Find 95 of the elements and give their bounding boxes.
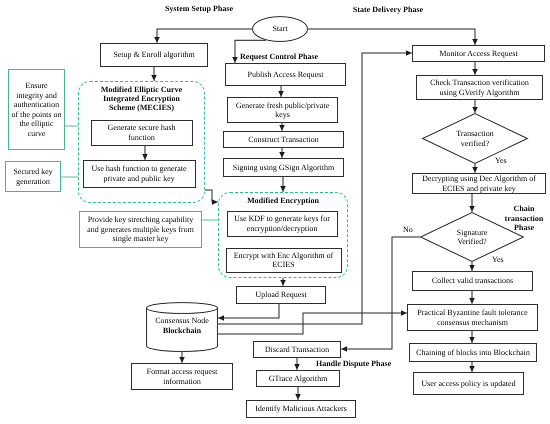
step-text: Decrypting using Dec Algorithm of ECIES and private key — [421, 174, 537, 193]
arrow — [204, 190, 218, 205]
step-text: Identify Malicious Attackers — [255, 404, 347, 414]
arrow — [232, 40, 266, 64]
arrow — [469, 362, 475, 372]
arrow — [340, 236, 420, 352]
arrow — [279, 122, 285, 132]
decision-text: Transaction verified? — [455, 129, 495, 148]
arrow — [278, 86, 284, 98]
step-text: Chaining of blocks into Blockchain — [416, 348, 530, 358]
cylinder-title: Blockchain — [162, 326, 202, 335]
step-text: Use hash function to generate private and public key — [90, 164, 188, 183]
step-text: Construct Transaction — [248, 134, 319, 144]
process-box — [412, 271, 533, 291]
phase-heading: Handle Dispute Phase — [316, 359, 392, 368]
step-text: Encrypt with Enc Algorithm of ECIES — [232, 250, 334, 270]
note-text: Ensure integrity and authentication of the points on the elliptic curve — [11, 81, 62, 138]
edge-label: Yes — [495, 157, 507, 165]
start-ellipse — [252, 16, 308, 42]
process-box — [412, 45, 545, 62]
arrow — [218, 310, 408, 334]
decision-diamond — [422, 113, 528, 164]
arrow — [469, 194, 475, 212]
arrow — [294, 358, 300, 370]
step-text: User access policy is updated — [421, 378, 516, 388]
process-box — [253, 341, 341, 358]
step-text: Setup & Enroll algorithm — [113, 50, 195, 60]
process-box — [409, 343, 537, 362]
step-text: Monitor Access Request — [439, 48, 518, 58]
process-box — [223, 158, 344, 177]
step-text: Publish Access Request — [248, 70, 324, 80]
edge-label: Yes — [492, 256, 504, 264]
phase-heading: Chain transaction Phase — [504, 204, 544, 232]
note-text: Secured key generation — [12, 167, 54, 186]
process-box — [246, 400, 356, 418]
arrow — [142, 146, 148, 160]
arrow — [469, 262, 475, 272]
process-box — [90, 120, 192, 146]
step-text: Practical Byzantine fault tolerance consensus mechanism — [416, 308, 529, 327]
step-text: Use KDF to generate keys for encryption/decryption — [233, 214, 331, 233]
step-text: Format access request information — [146, 367, 218, 386]
arrow — [279, 148, 285, 158]
process-box — [256, 370, 340, 387]
group-title: Modified Elliptic Curve Integrated Encryption Scheme (MECIES) — [100, 85, 184, 112]
step-text: Upload Request — [255, 290, 307, 300]
annotation-box — [5, 161, 61, 192]
decision-text: Signature Verified? — [456, 228, 488, 246]
arrow — [469, 330, 475, 344]
process-box — [100, 43, 208, 67]
process-box — [236, 286, 326, 304]
connector-line — [60, 176, 78, 178]
step-text: Generate secure hash function — [106, 123, 176, 142]
group-title: Modified Encryption — [246, 196, 320, 205]
process-box — [416, 75, 543, 100]
process-box — [82, 160, 196, 188]
arrow — [218, 304, 280, 321]
process-box — [225, 63, 346, 86]
arrow — [179, 352, 185, 364]
process-box — [413, 372, 524, 395]
database-cylinder — [146, 302, 218, 352]
arrow — [280, 278, 286, 286]
step-text: Discard Transaction — [264, 344, 330, 354]
process-box — [226, 210, 338, 236]
arrow — [295, 386, 301, 400]
arrow — [469, 290, 475, 304]
edge-label: No — [403, 226, 413, 234]
dashed-group — [78, 81, 205, 203]
process-box — [223, 131, 344, 148]
arrow — [472, 164, 478, 174]
arrow — [151, 66, 157, 82]
process-box — [227, 97, 338, 123]
terminal-text: Start — [272, 24, 288, 34]
process-box — [131, 363, 233, 390]
phase-heading: State Delivery Phase — [352, 5, 424, 14]
process-box — [412, 173, 546, 194]
step-text: Generate fresh public/private keys — [234, 100, 330, 120]
phase-heading: System Setup Phase — [164, 4, 234, 14]
arrow — [218, 50, 412, 324]
step-text: GTrace Algorithm — [268, 374, 328, 384]
note-text: Provide key stretching capability and generates multiple keys from single master key — [86, 215, 195, 244]
arrow — [308, 28, 478, 46]
arrow — [280, 176, 286, 192]
dashed-group — [218, 192, 348, 278]
step-text: Check Transaction verification using GVerify Algorithm — [429, 78, 530, 97]
process-box — [407, 304, 538, 331]
arrow — [472, 100, 478, 114]
annotation-box — [79, 211, 202, 248]
cylinder-text: Consensus Node — [155, 316, 209, 326]
process-box — [226, 248, 342, 272]
step-text: Collect valid transactions — [432, 276, 514, 286]
arrow — [154, 28, 252, 44]
annotation-box — [8, 69, 65, 150]
phase-heading: Request Control Phase — [240, 52, 320, 62]
arrow — [472, 62, 478, 76]
step-text: Signing using GSign Algorithm — [232, 162, 334, 172]
